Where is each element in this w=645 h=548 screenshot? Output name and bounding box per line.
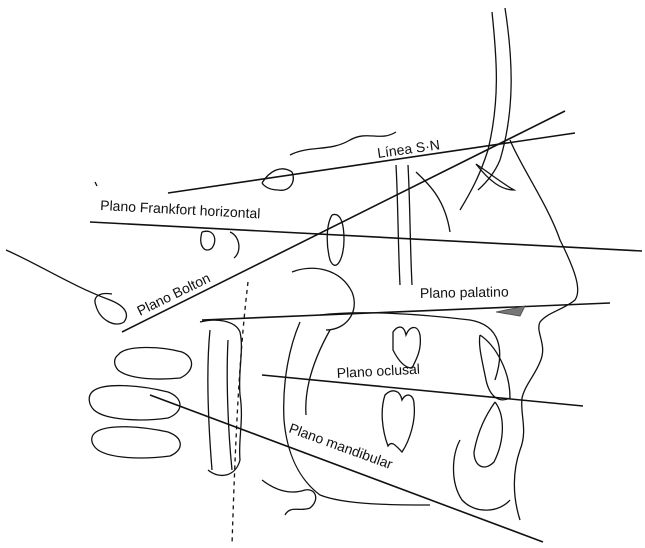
occipital-curve xyxy=(6,250,126,324)
diagram-labels: Línea S·N Plano Frankfort horizontal Pla… xyxy=(100,136,509,472)
posterior-dashed-line xyxy=(232,282,248,545)
sella-turcica xyxy=(262,169,293,190)
lower-incisor xyxy=(474,402,502,467)
label-oclusal: Plano oclusal xyxy=(336,361,420,381)
pterygo-maxillary xyxy=(416,172,450,232)
porion-mark xyxy=(327,214,344,265)
soft-tissue-profile xyxy=(510,140,578,520)
spinous-column xyxy=(208,330,212,470)
ramus-inner xyxy=(306,330,330,415)
mastoid-process xyxy=(201,231,215,250)
vertebra-c2 xyxy=(89,386,180,420)
stray-mark xyxy=(95,182,97,186)
reference-lines xyxy=(90,111,642,542)
label-palatino: Plano palatino xyxy=(420,283,509,301)
orbital-floor-stroke-2 xyxy=(408,165,412,285)
mastoid-inner xyxy=(230,232,239,258)
skull-outline xyxy=(6,8,578,545)
upper-incisor xyxy=(479,335,510,400)
vertebra-c3 xyxy=(92,427,181,458)
vertebral-canal-line xyxy=(227,340,232,470)
linea-sn-line xyxy=(168,133,575,193)
lower-molar xyxy=(382,391,414,452)
vertebra-c1 xyxy=(115,347,192,379)
label-bolton: Plano Bolton xyxy=(134,270,212,319)
symphysis-outline xyxy=(454,440,511,510)
palatino-line xyxy=(202,303,610,320)
label-frankfort: Plano Frankfort horizontal xyxy=(100,197,261,221)
label-mandibular: Plano mandibular xyxy=(287,420,395,472)
condyle-outline xyxy=(292,268,354,330)
orbital-floor-stroke-1 xyxy=(396,165,400,285)
hyoid-bone xyxy=(262,480,316,515)
